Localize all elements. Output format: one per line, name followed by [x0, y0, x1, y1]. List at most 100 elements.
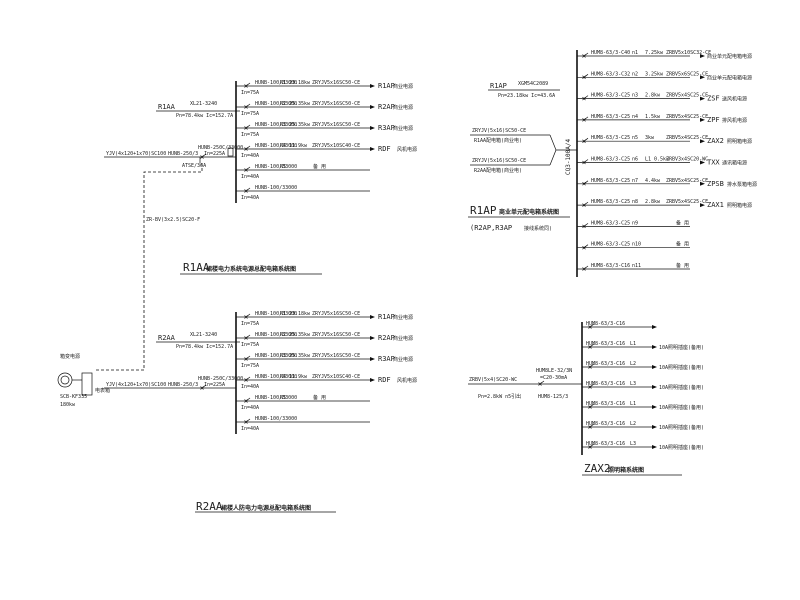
breaker-cross: [588, 385, 592, 389]
circuit-note: 照明箱电源: [727, 138, 752, 145]
diagram-title: R2AA: [196, 500, 223, 513]
circuit-rating: In=40A: [241, 426, 259, 432]
breaker-cross: [582, 118, 586, 122]
circuit-breaker: HUNB-100/33000: [255, 143, 297, 149]
circuit-breaker: HUM8-63/3-C16: [586, 421, 625, 427]
circuit-breaker: HUNB-100/33000: [255, 164, 297, 170]
circuit-breaker: HUNB-100/33000: [255, 311, 297, 317]
circuit-destination: RDF: [378, 376, 391, 384]
feeder-cable-2: ZRYJV(5x16)SC50-CE: [472, 158, 526, 164]
circuit-breaker: HUNB-100/33000: [255, 374, 297, 380]
circuit-cable: ZRBV5x4SC25-CE: [666, 199, 708, 205]
arrow-head: [370, 84, 375, 88]
feeder-note: Pn=2.8kW n5引出: [478, 393, 521, 400]
circuit-cable: ZRBV5x6SC25-CE: [666, 71, 708, 77]
arrow-head: [370, 147, 375, 151]
diagram-title-note: 裙楼人防电力电源总配电箱系统图: [221, 504, 311, 512]
circuit-rating: In=75A: [241, 111, 259, 117]
circuit-note: 商业电源: [393, 314, 413, 321]
diagram-subtitle-note: 接线系统同): [524, 225, 552, 232]
circuit-number: N1: [280, 311, 286, 317]
circuit-destination: ZAX1: [707, 201, 724, 209]
circuit-number: N2: [280, 332, 286, 338]
breaker-cross: [244, 315, 248, 319]
arrow-head: [700, 75, 705, 80]
circuit-breaker: HUM8-63/3-C25: [591, 135, 630, 141]
panel-spec: XGM54C2089: [518, 81, 548, 87]
breaker-cross: [244, 378, 248, 382]
arrow-head: [700, 54, 705, 58]
circuit-number: n8: [632, 199, 638, 205]
arrow-head: [700, 117, 705, 122]
circuit-cable: ZRBV5x4SC25-CE: [666, 135, 708, 141]
circuit-power: 25.35kw: [289, 353, 311, 359]
feeder-breaker: HUM8LE-32/3N: [536, 368, 572, 374]
circuit-power: 11.9kw: [289, 143, 308, 149]
circuit-note: 商业电源: [393, 335, 413, 342]
circuit-load: 10A照明插座(备用): [659, 364, 704, 371]
panel-id: R2AA: [158, 334, 176, 342]
feeder-cable-1: ZRYJV(5x16)SC50-CE: [472, 128, 526, 134]
circuit-note: 商业电源: [393, 83, 413, 90]
circuit-phase: L3: [630, 381, 636, 387]
main-breaker-rating: In=225A: [204, 382, 225, 388]
breaker-cross: [582, 96, 586, 101]
arrow-head: [370, 315, 375, 319]
panel-spec: XL21-3240: [190, 101, 217, 107]
circuit-breaker: HUM8-63/3-C25: [591, 199, 630, 205]
diagram-title-note: 照明箱系统图: [608, 466, 644, 474]
arrow-head: [370, 357, 375, 361]
panel-rating: Pn=78.4kw Ic=152.7A: [176, 113, 233, 119]
breaker-cross: [582, 139, 586, 143]
circuit-number: n7: [632, 178, 638, 184]
circuit-power: L1 0.5kw: [645, 157, 670, 163]
circuit-breaker: HUNB-100/33000: [255, 185, 297, 191]
source-circle-outer: [57, 372, 73, 388]
circuit-breaker: HUM8-63/3-C16: [586, 381, 625, 387]
circuit-number: N5: [280, 164, 286, 170]
circuit-load: 10A照明插座(备用): [659, 404, 704, 411]
circuit-power: 7.25kw: [645, 50, 664, 56]
circuit-number: n5: [632, 135, 638, 141]
circuit-power: 23.18kw: [289, 80, 311, 86]
breaker-cross: [244, 399, 248, 403]
circuit-rating: In=40A: [241, 153, 259, 159]
circuit-breaker: HUM8-63/3-C16: [591, 263, 630, 269]
diagram-title-note: 商业单元配电箱系统图: [499, 208, 559, 216]
circuit-breaker: HUNB-100/33000: [255, 80, 297, 86]
circuit-cable: ZRYJV5x16SC50-CE: [312, 332, 360, 338]
source-circle-inner: [60, 375, 70, 385]
breaker-cross: [582, 267, 586, 271]
breaker-cross: [244, 420, 248, 424]
feeder-breaker: HUNB-250/3: [168, 382, 198, 388]
circuit-destination: R3AP: [378, 124, 395, 132]
circuit-power: 25.35kw: [289, 332, 311, 338]
circuit-breaker: HUM8-63/3-C25: [591, 242, 630, 248]
circuit-breaker: HUM8-63/3-C32: [591, 71, 630, 77]
circuit-cable: ZRYJV5x16SC50-CE: [312, 80, 360, 86]
circuit-note: 风机电源: [397, 377, 417, 384]
circuit-number: n2: [632, 71, 638, 77]
circuit-load: 10A照明插座(备用): [659, 424, 704, 431]
circuit-cable: ZRYJV5x16SC50-CE: [312, 101, 360, 107]
arrow-head: [652, 425, 657, 429]
circuit-number: n9: [632, 220, 638, 226]
breaker-cross: [582, 224, 586, 229]
breaker-cross: [588, 425, 592, 429]
circuit-note: 照明箱电源: [727, 202, 752, 209]
feeder-note-1: R1AA配电箱(商业电): [474, 137, 522, 144]
circuit-phase: L2: [630, 361, 636, 367]
breaker-cross: [588, 325, 592, 329]
circuit-breaker: HUNB-100/33000: [255, 395, 297, 401]
circuit-power: 25.35kw: [289, 101, 311, 107]
circuit-number: N4: [280, 143, 286, 149]
arrow-head: [652, 385, 657, 389]
circuit-power: 2.8kw: [645, 199, 661, 205]
circuit-destination: ZAX2: [707, 137, 724, 145]
ats-label: CQ3-100A/4: [565, 138, 572, 175]
feeder-cable: ZRBV(5x4)SC20-WC: [469, 377, 517, 383]
breaker-cross: [244, 336, 248, 340]
